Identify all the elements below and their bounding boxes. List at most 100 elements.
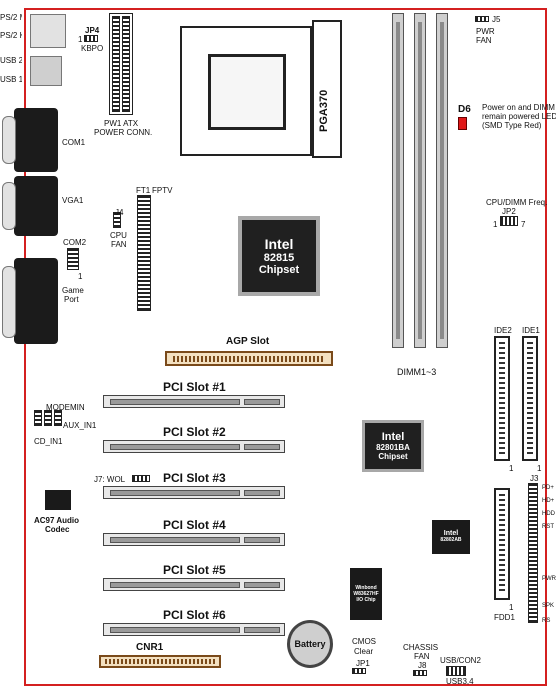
fdd1-connector [494,488,510,600]
j7-wol-label: J7: WOL [94,475,126,484]
game-port-shell [2,266,16,338]
cpu-fan-label-2: FAN [111,240,127,249]
pci-label-3: PCI Slot #3 [163,471,226,485]
pga370-label: PGA370 [318,89,330,132]
j4-cpu-fan-header [113,212,121,228]
pwr-fan-label-2: FAN [476,36,492,45]
j5-label: J5 [492,15,501,24]
pci-label-2: PCI Slot #2 [163,425,226,439]
usb-label-top: USB 2 (Top) [0,56,22,65]
pci-slot-2 [103,440,285,453]
game-port-label-2: Port [64,295,79,304]
winbond-line-2: W83627HF [353,591,379,597]
usb-con2-header [446,666,466,676]
intel-82815-chipset: Intel 82815 Chipset [238,216,320,296]
mch-line-2: 82815 [263,252,295,264]
winbond-line-3: I/O Chip [356,597,376,603]
pci-label-5: PCI Slot #5 [163,563,226,577]
cnr1-label: CNR1 [136,642,164,653]
cmos-label-2: Clear [354,647,374,656]
j5-pwr-fan-header [475,16,489,22]
intel-82802ab-chip: Intel 82802AB [432,520,470,554]
fdd1-pin1: 1 [509,603,514,612]
pwr-fan-label-1: PWR [476,27,495,36]
pw1-pins-b [122,16,130,112]
agp-slot [165,351,333,366]
com1-label: COM1 [62,138,86,147]
com2-label: COM2 [63,238,87,247]
fp-pin-1: PD+ [542,485,554,491]
modemin-header [34,410,42,426]
ich-line-2: 82801BA [376,443,410,452]
j8-chassis-fan-header [413,670,427,676]
jp4-pin1: 1 [78,35,83,44]
com1-connector [14,108,58,172]
cd-in-label: CD_IN1 [34,437,63,446]
pci-label-4: PCI Slot #4 [163,518,226,532]
fp-pin-7: RS [542,618,551,624]
motherboard-outline [24,8,547,686]
jp4-label: JP4 [85,26,100,35]
pci-slot-4 [103,533,285,546]
pw1-label-2: POWER CONN. [94,128,153,137]
winbond-io-chip: Winbond W83627HF I/O Chip [350,568,382,620]
pci-slot-5 [103,578,285,591]
cnr1-slot [99,655,221,668]
ich-line-3: Chipset [378,452,408,461]
usb-label-bottom: USB 1 (Bottom) [0,75,22,84]
d6-note-2: remain powered LED [482,112,556,121]
cpu-freq-label: CPU/DIMM Freq. [486,198,548,207]
dimm-slot-1 [392,13,404,348]
dimm-slot-3 [436,13,448,348]
fp-pin-5: PWR [542,576,556,582]
battery: Battery [287,620,333,668]
pci-label-1: PCI Slot #1 [163,380,226,394]
cpu-socket [180,26,312,156]
com2-pin1: 1 [78,272,83,281]
ft1-header [137,195,151,311]
cpu-socket-inner [208,54,286,130]
jp1-label: JP1 [356,659,370,668]
vga1-shell [2,182,16,230]
pci-label-6: PCI Slot #6 [163,608,226,622]
jp1-header [352,668,366,674]
pci-slot-1 [103,395,285,408]
winbond-line-1: Winbond [355,585,377,591]
socket-lever [312,20,342,158]
com1-shell [2,116,16,164]
cpu-fan-label-1: CPU [110,231,127,240]
battery-label: Battery [294,639,326,649]
ft1-label: FT1 [136,186,151,195]
ide2-pin1: 1 [509,464,514,473]
dimm-label: DIMM1~3 [397,367,437,377]
intel-82801ba-chipset: Intel 82801BA Chipset [362,420,424,472]
ide1-pin1: 1 [537,464,542,473]
kbpo-label: KBPO [81,44,104,53]
agp-label: AGP Slot [226,336,270,347]
j3-front-panel-header [528,483,538,623]
d6-label: D6 [458,104,471,115]
ide1-label: IDE1 [522,326,540,335]
aux-in-label: AUX_IN1 [63,421,97,430]
jp2-pin1: 1 [493,220,498,229]
pw1-pins-a [112,16,120,112]
ide2-connector [494,336,510,461]
mch-line-3: Chipset [258,264,300,276]
dimm-slot-2 [414,13,426,348]
com2-header [67,248,79,270]
j7-wol-header [132,475,150,482]
pci-slot-6 [103,623,285,636]
fp-pin-2: HD+ [542,498,555,504]
ide2-label: IDE2 [494,326,512,335]
j3-label: J3 [530,474,539,483]
ac97-label-1: AC97 Audio [34,516,80,525]
jp2-pin7: 7 [521,220,526,229]
modemin-label: MODEMIN [46,403,85,412]
game-port-label-1: Game [62,286,84,295]
cmos-label-1: CMOS [352,637,376,646]
firmware-line-1: Intel [443,530,459,537]
chassis-fan-label-2: FAN [414,652,430,661]
chassis-fan-label-1: CHASSIS [403,643,439,652]
firmware-line-2: 82802AB [440,537,462,543]
fptv-label: FPTV [152,186,173,195]
